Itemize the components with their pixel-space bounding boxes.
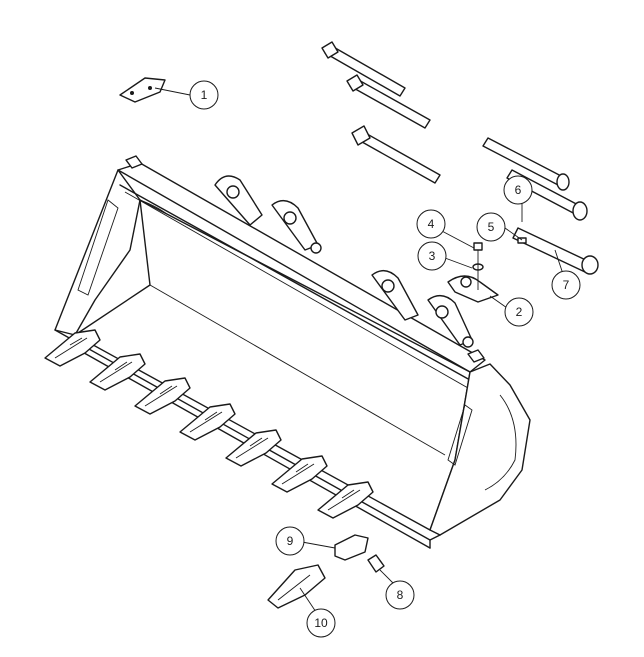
callout-10: 10 bbox=[306, 608, 336, 638]
leader-lines bbox=[154, 87, 566, 616]
callout-4-label: 4 bbox=[428, 217, 435, 231]
callout-10-label: 10 bbox=[314, 616, 328, 630]
callout-9: 9 bbox=[275, 526, 305, 556]
part-10-tooth bbox=[267, 564, 326, 609]
callout-5: 5 bbox=[476, 212, 506, 242]
callout-8: 8 bbox=[385, 580, 415, 610]
callout-5-label: 5 bbox=[488, 220, 495, 234]
bucket-teeth bbox=[44, 329, 374, 519]
callout-1-label: 1 bbox=[201, 88, 208, 102]
callout-6: 6 bbox=[503, 175, 533, 205]
callout-7-label: 7 bbox=[563, 278, 570, 292]
callout-2-label: 2 bbox=[516, 305, 523, 319]
small-hardware bbox=[447, 195, 527, 303]
part-9-adapter bbox=[334, 534, 369, 561]
part-1-plate bbox=[119, 77, 166, 103]
pins bbox=[321, 41, 588, 221]
part-8-pin bbox=[367, 554, 385, 573]
callout-3: 3 bbox=[417, 241, 447, 271]
callout-8-label: 8 bbox=[397, 588, 404, 602]
callout-1: 1 bbox=[189, 80, 219, 110]
callout-6-label: 6 bbox=[515, 183, 522, 197]
callout-7: 7 bbox=[551, 270, 581, 300]
callout-2: 2 bbox=[504, 297, 534, 327]
callout-4: 4 bbox=[416, 209, 446, 239]
callout-9-label: 9 bbox=[287, 534, 294, 548]
bucket bbox=[54, 155, 531, 549]
callout-3-label: 3 bbox=[429, 249, 436, 263]
